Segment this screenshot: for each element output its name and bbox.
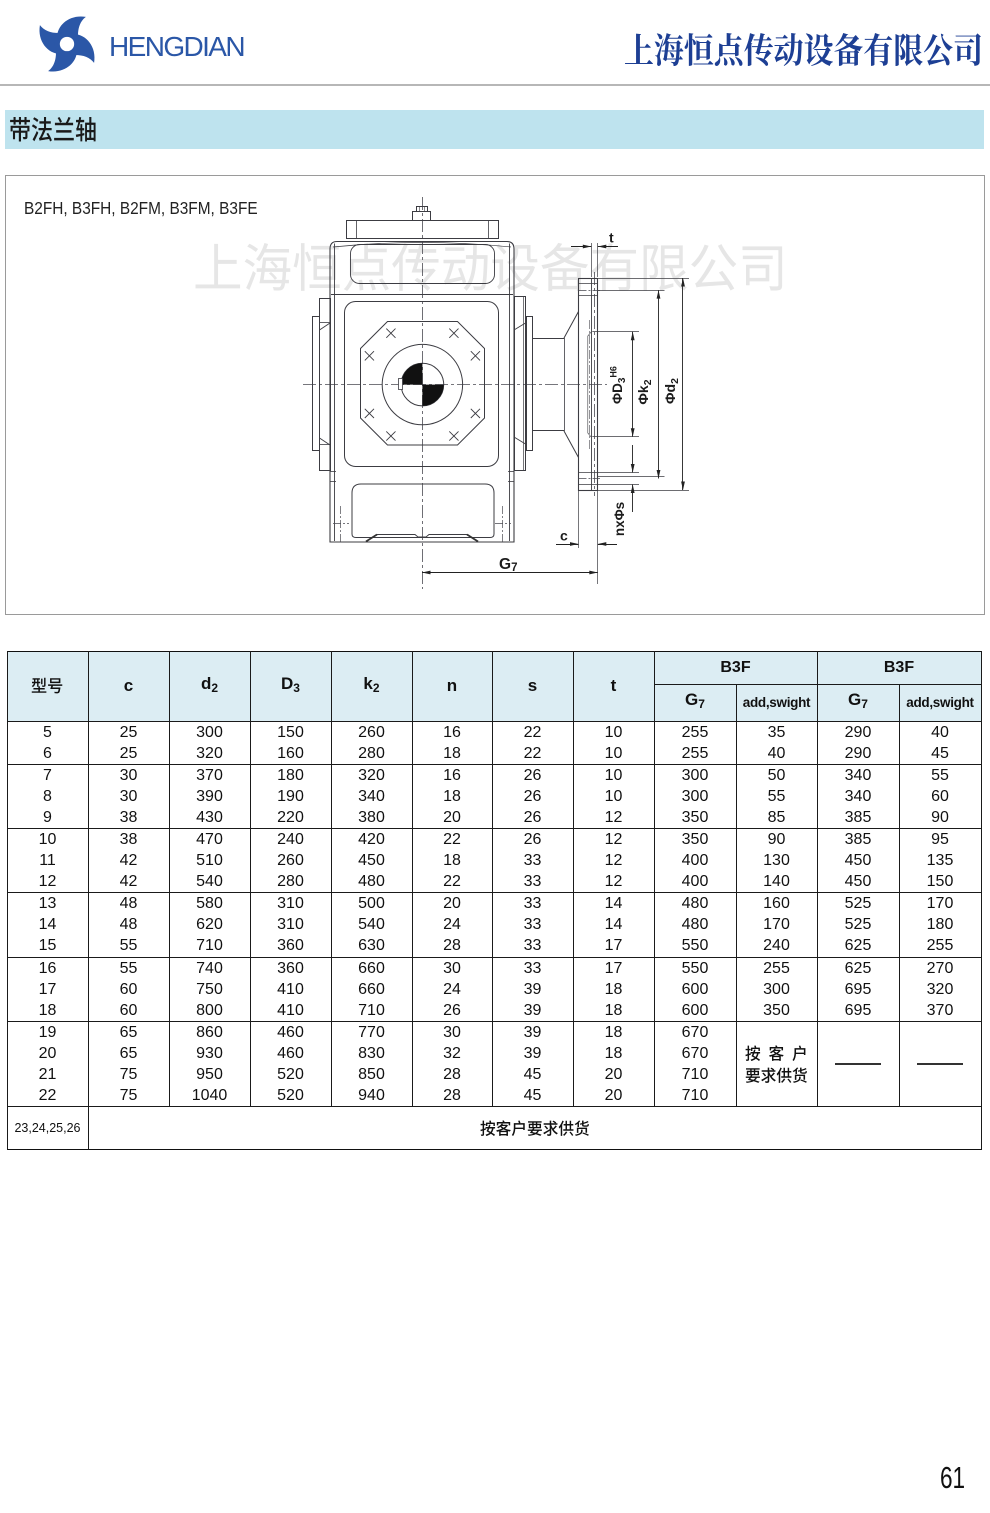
svg-text:Φd2: Φd2 — [662, 378, 681, 404]
svg-text:nxΦs: nxΦs — [612, 502, 627, 536]
svg-text:c: c — [560, 528, 568, 544]
svg-text:ΦD3H6: ΦD3H6 — [609, 366, 629, 404]
svg-text:t: t — [609, 230, 614, 246]
svg-text:Φk2: Φk2 — [635, 379, 654, 404]
svg-text:G7: G7 — [499, 556, 517, 574]
